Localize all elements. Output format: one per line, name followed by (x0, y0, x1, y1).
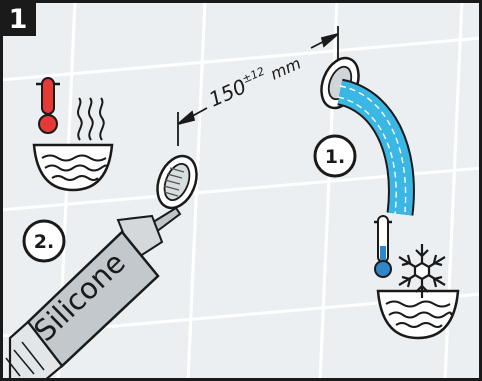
callout-1-label: 1. (325, 146, 345, 168)
blue-hose-icon (336, 78, 415, 216)
callout-2: 2. (22, 219, 66, 263)
snowflake-icon (398, 244, 446, 298)
left-wall-fitting (156, 154, 198, 210)
dimension-line (177, 26, 339, 146)
hot-water-icon (32, 77, 114, 192)
callout-2-label: 2. (34, 231, 54, 253)
step-number: 1 (9, 4, 28, 35)
cold-water-icon (374, 215, 460, 340)
callout-1: 1. (313, 134, 357, 178)
step-badge (0, 0, 36, 36)
thermometer-hot-icon (36, 77, 60, 134)
thermometer-cold-icon (374, 215, 392, 278)
